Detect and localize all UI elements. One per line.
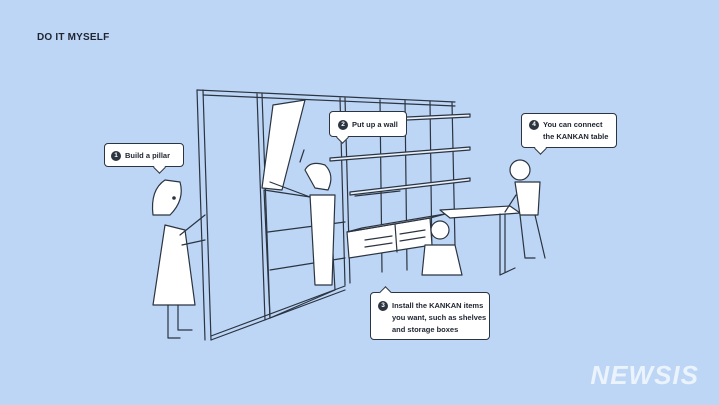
step-text-3-line-1: Install the KANKAN items [392,301,484,310]
step-text-2: Put up a wall [352,120,398,129]
page-title: DO IT MYSELF [37,32,110,43]
step-text-3-line-2: you want, such as shelves [392,313,487,322]
step-text-4-line-2: the KANKAN table [543,132,609,141]
step-bubble-4: 4 You can connect the KANKAN table [521,113,617,155]
step-number-2: 2 [338,120,348,130]
step-number-4: 4 [529,120,539,130]
step-bubble-1: 1 Build a pillar [104,143,184,174]
person-installing-items [421,220,463,276]
step-number-3: 3 [378,301,388,311]
person-building-pillar [151,179,206,339]
step-bubble-3: 3 Install the KANKAN items you want, suc… [370,286,490,340]
step-text-1: Build a pillar [125,151,171,160]
newsis-watermark: NEWSIS [590,360,699,390]
step-bubble-2: 2 Put up a wall [329,111,407,144]
person-connecting-table [504,159,546,259]
step-text-4-line-1: You can connect [543,120,603,129]
person-putting-wall [269,149,336,286]
step-number-1: 1 [111,151,121,161]
wall-panel [261,99,336,319]
step-text-3-line-3: and storage boxes [392,325,459,334]
